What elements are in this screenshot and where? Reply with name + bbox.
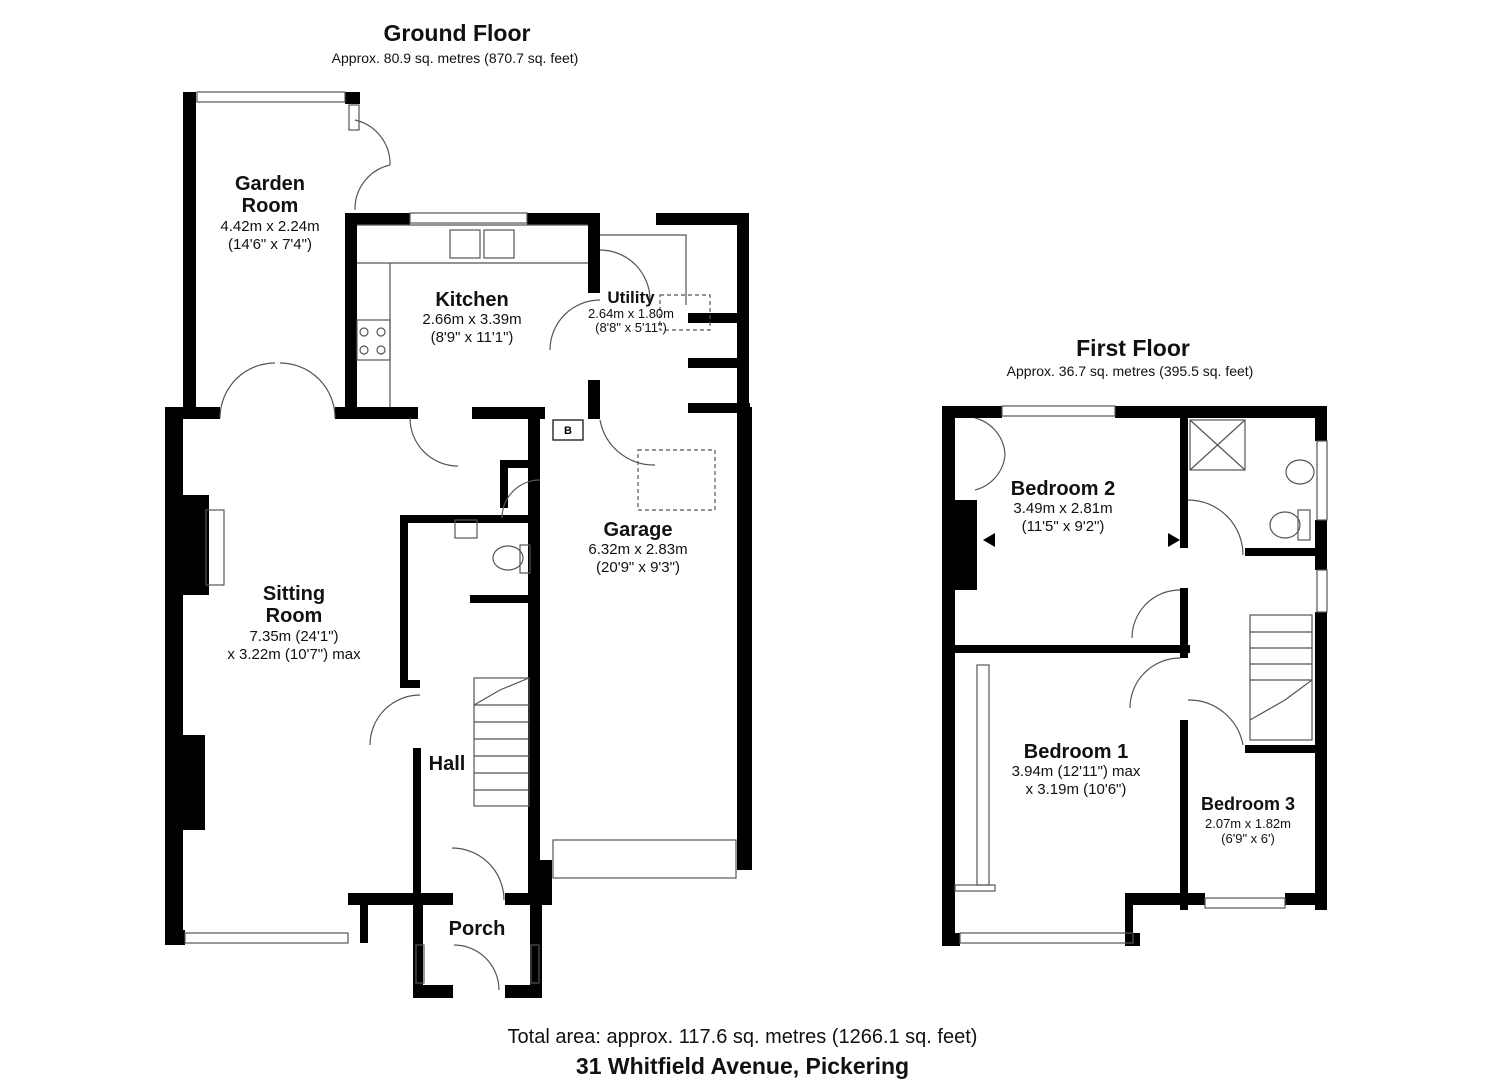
garden-room-dim2: (14'6" x 7'4")	[228, 236, 312, 253]
room-labels: Garden Room 4.42m x 2.24m (14'6" x 7'4")…	[220, 173, 1295, 940]
ground-floor-walls	[165, 92, 752, 998]
garden-room-name-line2: Room	[242, 195, 299, 217]
property-address: 31 Whitfield Avenue, Pickering	[575, 1053, 910, 1079]
bedroom-1-dim1: 3.94m (12'11") max	[1012, 763, 1141, 780]
bedroom-2-name: Bedroom 2	[1011, 478, 1115, 500]
garden-room-name-line1: Garden	[235, 173, 305, 195]
first-floor-walls	[942, 406, 1327, 946]
sitting-room-name-line2: Room	[266, 605, 323, 627]
bedroom-2-dim1: 3.49m x 2.81m	[1013, 500, 1112, 517]
garage-dim1: 6.32m x 2.83m	[588, 541, 687, 558]
sitting-room-dim2: x 3.22m (10'7") max	[227, 646, 361, 663]
kitchen-dim1: 2.66m x 3.39m	[422, 311, 521, 328]
first-floor-title: First Floor	[1076, 335, 1190, 361]
utility-dim1: 2.64m x 1.80m	[588, 306, 674, 321]
garage-name: Garage	[604, 519, 673, 541]
garden-room-dim1: 4.42m x 2.24m	[220, 218, 319, 235]
total-area: Total area: approx. 117.6 sq. metres (12…	[507, 1026, 978, 1048]
ground-floor-title: Ground Floor	[383, 20, 531, 46]
sitting-room-dim1: 7.35m (24'1")	[249, 628, 338, 645]
bedroom-3-name: Bedroom 3	[1201, 794, 1295, 814]
fixtures	[184, 91, 1328, 991]
kitchen-name: Kitchen	[435, 289, 508, 311]
bedroom-1-name: Bedroom 1	[1024, 741, 1128, 763]
bedroom-1-dim2: x 3.19m (10'6")	[1026, 781, 1127, 798]
porch-name: Porch	[449, 918, 506, 940]
ground-floor-area: Approx. 80.9 sq. metres (870.7 sq. feet)	[331, 50, 579, 66]
arrows	[983, 533, 1180, 547]
bedroom-3-dim1: 2.07m x 1.82m	[1205, 816, 1291, 831]
bedroom-3-dim2: (6'9" x 6')	[1221, 831, 1275, 846]
garage-dim2: (20'9" x 9'3")	[596, 559, 680, 576]
first-floor-area: Approx. 36.7 sq. metres (395.5 sq. feet)	[1006, 363, 1254, 379]
boiler-label: B	[564, 425, 572, 437]
bedroom-2-dim2: (11'5" x 9'2")	[1022, 518, 1105, 535]
sitting-room-name-line1: Sitting	[263, 583, 325, 605]
utility-name: Utility	[607, 288, 655, 307]
kitchen-dim2: (8'9" x 11'1")	[431, 329, 514, 346]
utility-dim2: (8'8" x 5'11")	[595, 320, 667, 335]
hall-name: Hall	[429, 753, 466, 775]
